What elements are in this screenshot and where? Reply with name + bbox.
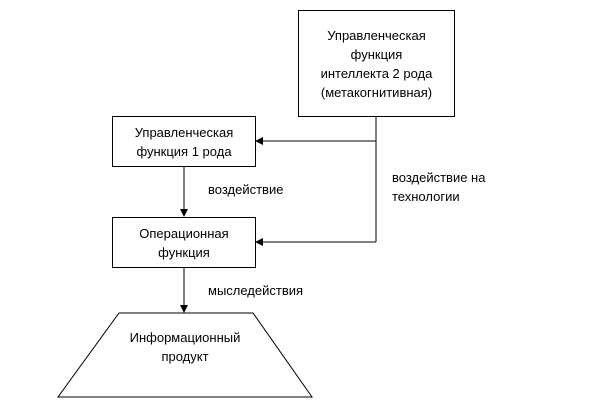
thought-actions-label: мыследействия [208,283,304,298]
tech-impact-line-2: технологии [392,189,460,204]
info-product-trapezoid [57,312,313,398]
impact-label: воздействие [208,182,284,197]
info-product-line-2: продукт [161,349,209,364]
first-order-function-box: Управленческая функция 1 рода [112,116,256,167]
operational-function-line-2: функция [158,244,210,260]
info-product-label: Информационный продукт [57,328,313,366]
meta-function-line-3: интеллекта 2 рода [320,65,433,81]
meta-function-line-1: Управленческая [327,27,426,43]
tech-impact-line-1: воздействие на [392,170,486,185]
operational-function-line-1: Операционная [139,225,229,241]
first-order-function-line-1: Управленческая [134,124,234,140]
tech-impact-label: воздействие на технологии [392,168,485,206]
meta-function-box: Управленческая функция интеллекта 2 рода… [298,10,455,117]
meta-function-line-4: (метакогнитивная) [320,84,433,100]
operational-function-box: Операционная функция [112,217,256,268]
first-order-function-line-2: функция 1 рода [136,143,232,159]
info-product-line-1: Информационный [129,330,241,345]
meta-function-line-2: функция [350,46,403,62]
